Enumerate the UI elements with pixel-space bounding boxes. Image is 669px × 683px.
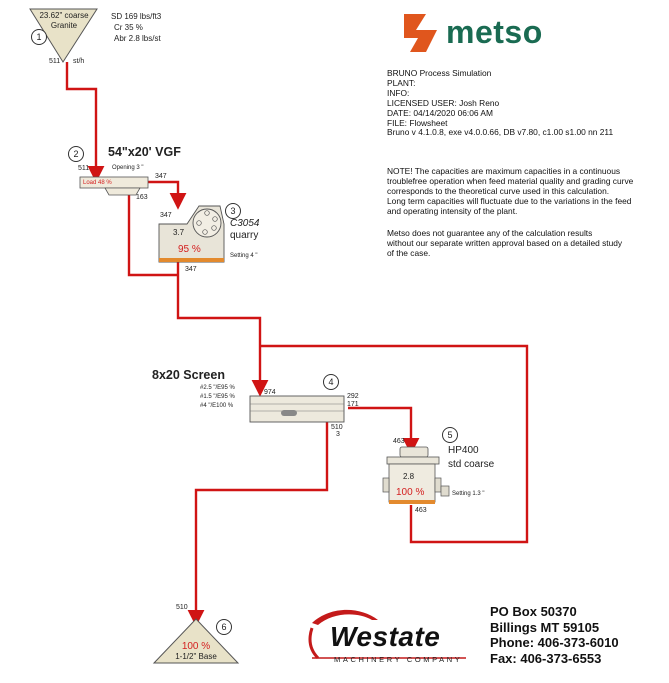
screen-icon[interactable] xyxy=(249,395,345,423)
feed-to-vgf-line xyxy=(65,62,105,183)
address-fax: Fax: 406-373-6553 xyxy=(490,650,602,666)
cone-in-flow: 463 xyxy=(393,438,405,445)
cone-crusher-icon[interactable] xyxy=(382,446,450,504)
feed-rate-unit: st/h xyxy=(73,58,85,65)
screen-deck-1: #2.5 "/E95 % xyxy=(200,385,235,391)
jaw-ratio: 3.7 xyxy=(173,228,185,237)
note-line-2: troublefree operation when feed material… xyxy=(387,175,634,186)
info-line-3: INFO: xyxy=(387,87,410,98)
product-rate: 510 xyxy=(176,604,188,611)
vgf-feeder-icon[interactable] xyxy=(79,176,149,196)
westate-wordmark: Westate xyxy=(330,621,441,652)
feed-density: SD 169 lbs/ft3 xyxy=(111,12,162,21)
address-line-1: PO Box 50370 xyxy=(490,604,577,619)
product-load: 100 % xyxy=(181,641,211,652)
jaw-out-flow: 347 xyxy=(185,266,197,273)
screen-deck-3: #4 "/E100 % xyxy=(200,403,234,409)
feed-crushability: Cr 35 % xyxy=(114,23,143,32)
westate-address-block: PO Box 50370 Billings MT 59105 Phone: 40… xyxy=(490,604,619,666)
info-line-2: PLANT: xyxy=(387,77,416,88)
cone-type: std coarse xyxy=(448,459,495,470)
unit-number-1: 1 xyxy=(31,29,47,45)
info-line-1: BRUNO Process Simulation xyxy=(387,68,492,78)
unit-number-4: 4 xyxy=(323,374,339,390)
disclaimer-line-1: Metso does not guarantee any of the calc… xyxy=(387,228,593,238)
metso-logo-icon xyxy=(404,14,437,52)
screen-to-product-line xyxy=(187,422,329,627)
vgf-over-flow: 347 xyxy=(155,173,167,180)
jaw-model: C3054 xyxy=(230,218,260,229)
screen-to-cone-line xyxy=(348,406,420,455)
cone-out-flow: 463 xyxy=(415,507,427,514)
feed-rate: 511 xyxy=(49,58,61,65)
westate-tagline: MACHINERY COMPANY xyxy=(334,655,463,664)
info-line-4: LICENSED USER: Josh Reno xyxy=(387,97,500,108)
cone-setting: Setting 1.3 " xyxy=(452,491,485,497)
jaw-setting: Setting 4 " xyxy=(230,253,258,259)
feed-abrasion: Abr 2.8 lbs/st xyxy=(114,34,161,43)
simulation-info-block: BRUNO Process Simulation PLANT: INFO: LI… xyxy=(387,68,614,138)
metso-wordmark: metso xyxy=(446,14,543,50)
cone-model: HP400 xyxy=(448,445,479,456)
disclaimer-line-3: of the case. xyxy=(387,247,431,258)
info-line-7: Bruno v 4.1.0.8, exe v4.0.0.66, DB v7.80… xyxy=(387,127,614,138)
note-line-3: corresponds to the theoretical curve use… xyxy=(387,185,610,196)
jaw-in-flow: 347 xyxy=(160,212,172,219)
screen-title: 8x20 Screen xyxy=(152,368,225,382)
unit-number-3: 3 xyxy=(225,203,241,219)
vgf-under-flow: 163 xyxy=(136,194,148,201)
disclaimer-block: Metso does not guarantee any of the calc… xyxy=(387,228,623,259)
cone-load: 100 % xyxy=(396,487,425,498)
screen-deck-2: #1.5 "/E95 % xyxy=(200,394,235,400)
product-stockpile-icon[interactable] xyxy=(152,618,240,664)
vgf-load: Load 48 % xyxy=(83,180,112,186)
feed-material: Granite xyxy=(50,21,78,30)
feed-title: 23.62" coarse xyxy=(39,11,89,20)
disclaimer-line-2: without our separate written approval ba… xyxy=(387,237,623,248)
address-line-2: Billings MT 59105 xyxy=(490,619,600,635)
unit-number-5: 5 xyxy=(442,427,458,443)
screen-out-bottom-small: 3 xyxy=(336,431,340,438)
note-line-1: NOTE! The capacities are maximum capacit… xyxy=(387,166,621,176)
jaw-to-screen-line xyxy=(176,262,269,397)
jaw-load: 95 % xyxy=(178,244,201,255)
address-phone: Phone: 406-373-6010 xyxy=(490,635,619,650)
jaw-type: quarry xyxy=(230,230,259,241)
vgf-in-flow: 511 xyxy=(78,165,90,172)
vgf-under-line xyxy=(127,194,178,277)
capacity-note-block: NOTE! The capacities are maximum capacit… xyxy=(387,166,634,217)
vgf-opening: Opening 3 " xyxy=(112,165,144,171)
unit-number-6: 6 xyxy=(216,619,232,635)
product-name: 1-1/2" Base xyxy=(175,652,217,661)
unit-number-2: 2 xyxy=(68,146,84,162)
screen-out-mid: 171 xyxy=(347,401,359,408)
note-line-4: Long term capacities will fluctuate due … xyxy=(387,195,632,206)
info-line-5: DATE: 04/14/2020 06:06 AM xyxy=(387,107,493,118)
screen-in-flow: 974 xyxy=(264,389,276,396)
vgf-over-to-jaw-line xyxy=(148,180,187,210)
cone-ratio: 2.8 xyxy=(403,472,415,481)
screen-out-bottom: 510 xyxy=(331,424,343,431)
westate-logo-icon xyxy=(308,609,466,660)
cone-recycle-line xyxy=(260,344,529,544)
jaw-crusher-icon[interactable] xyxy=(158,205,225,263)
info-line-6: FILE: Flowsheet xyxy=(387,117,448,128)
note-line-5: and operating intensity of the plant. xyxy=(387,205,518,216)
screen-out-top: 292 xyxy=(347,393,359,400)
vgf-title: 54"x20' VGF xyxy=(108,145,181,159)
